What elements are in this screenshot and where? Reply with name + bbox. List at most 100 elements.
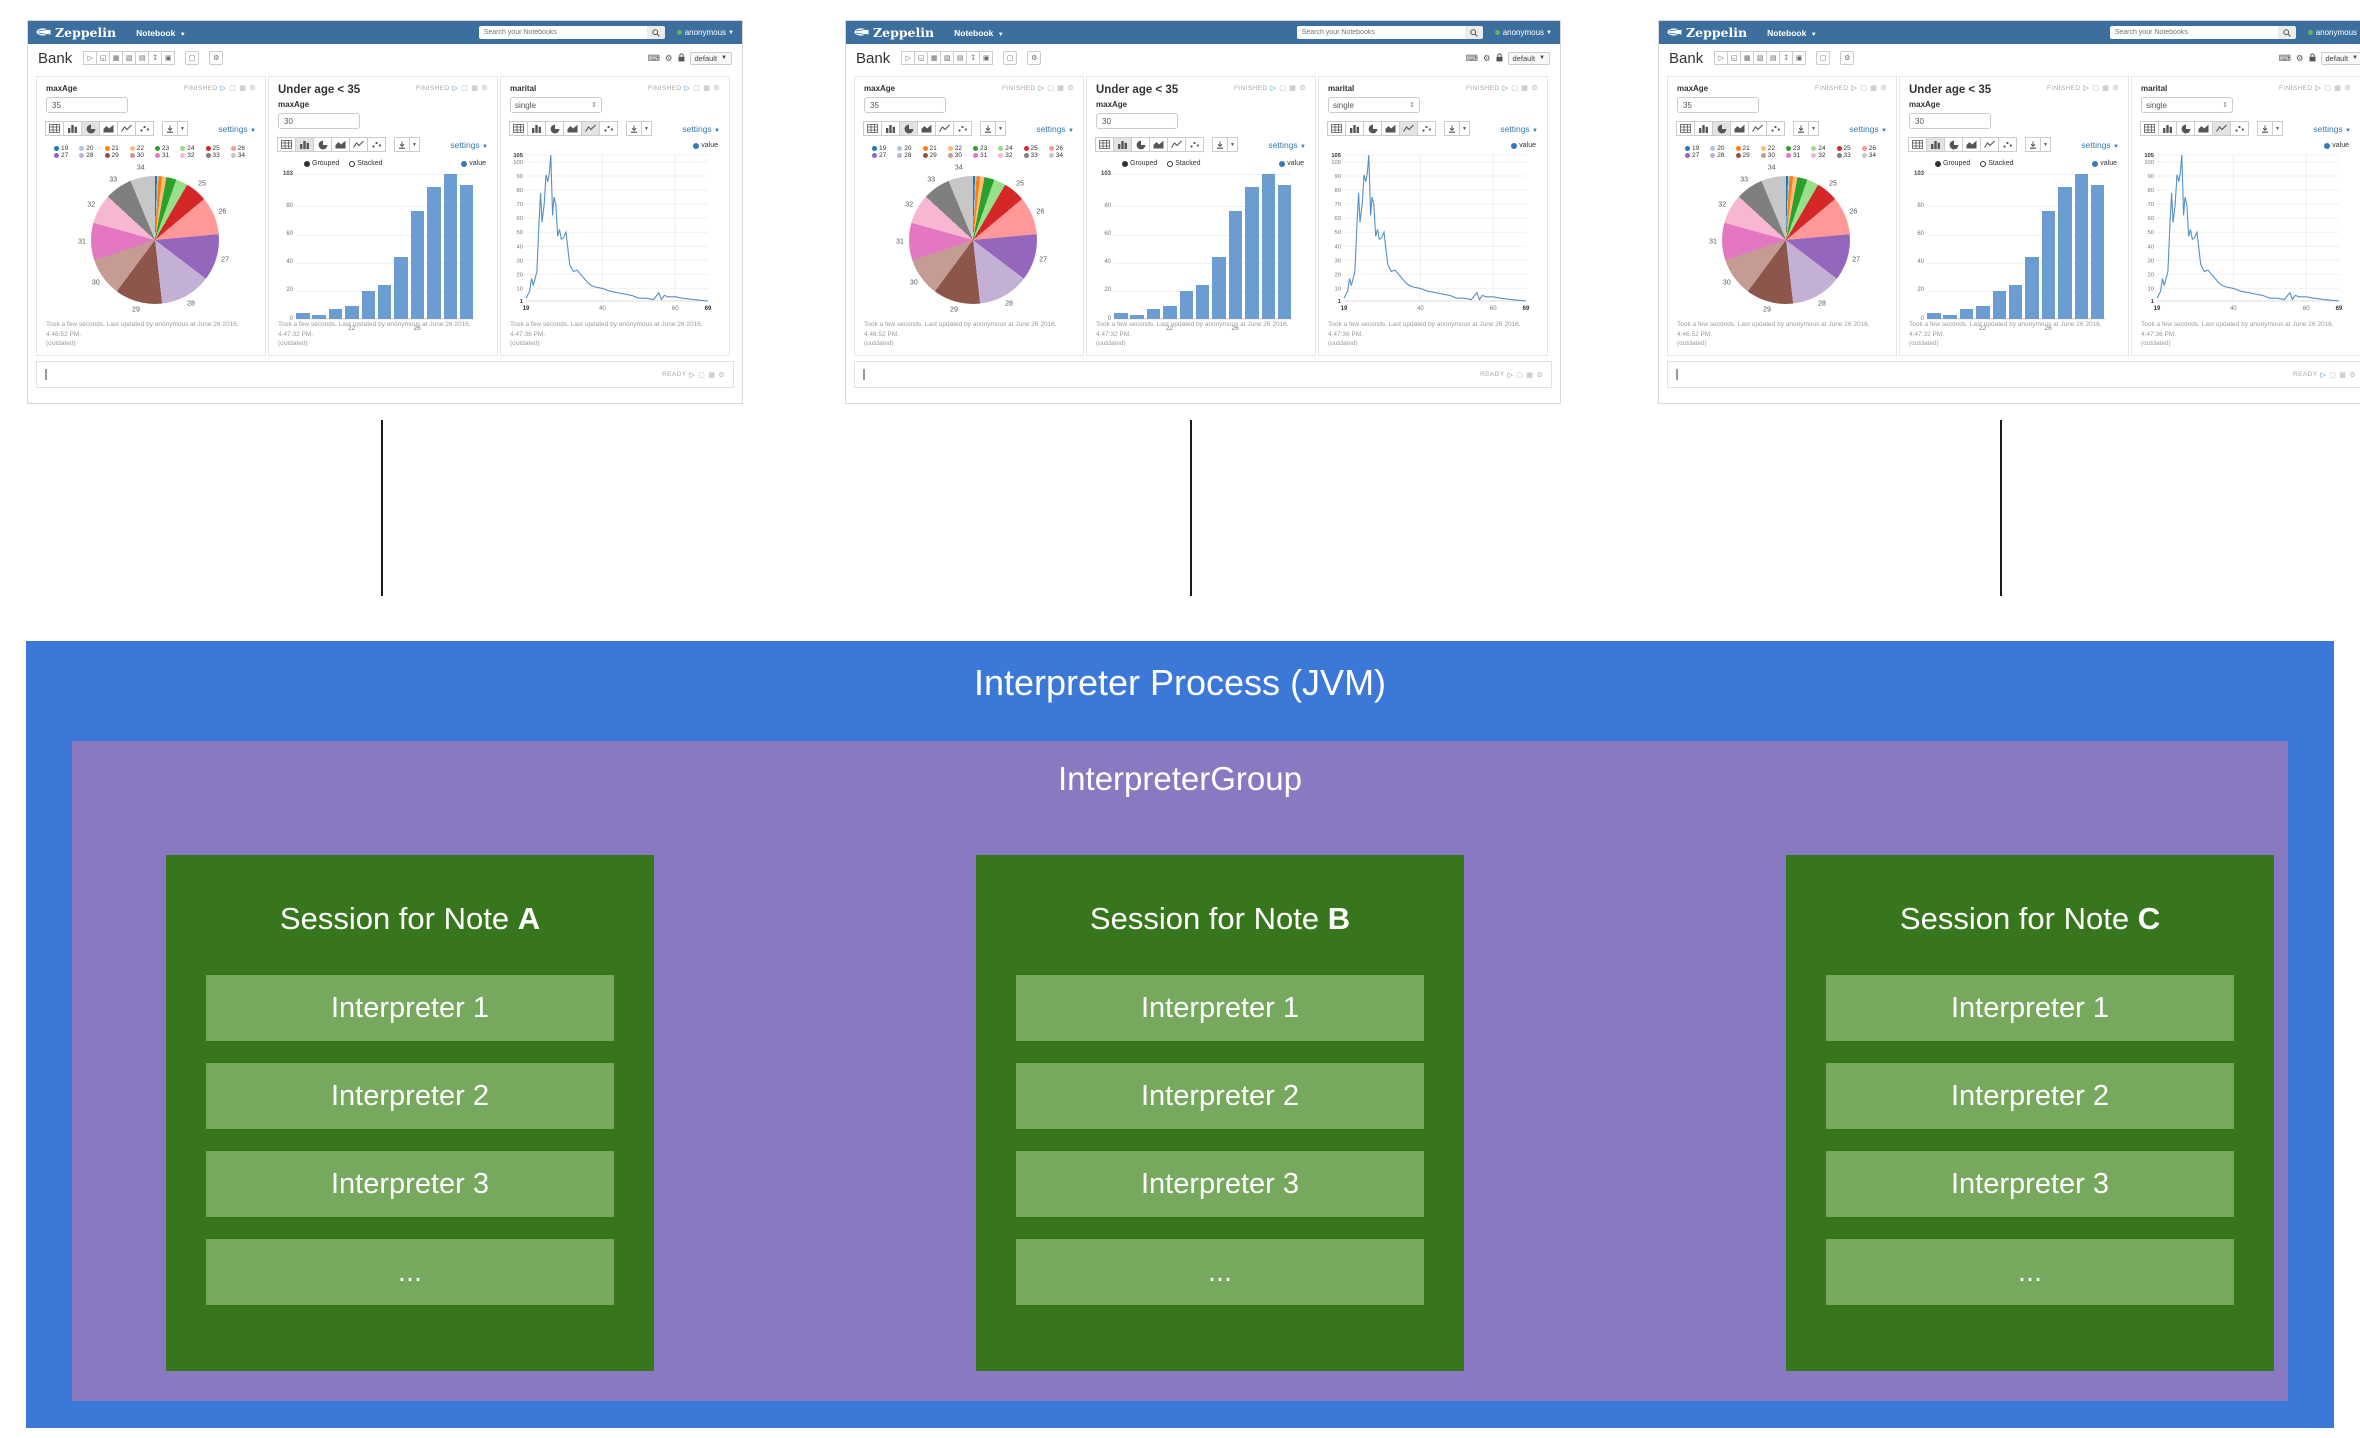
area-chart-button[interactable]	[331, 137, 350, 152]
pie-chart-button[interactable]	[2176, 121, 2195, 136]
zeppelin-logo-icon[interactable]	[1667, 27, 1682, 38]
expand-icon[interactable]: ▢	[1047, 85, 1055, 92]
download-caret-button[interactable]: ▼	[409, 137, 420, 152]
area-chart-button[interactable]	[99, 121, 118, 136]
line-chart-button[interactable]	[1399, 121, 1418, 136]
legend-item[interactable]: 29	[104, 152, 130, 159]
paragraph-gear-icon[interactable]: ⚙	[713, 85, 720, 92]
download-caret-button[interactable]: ▼	[641, 121, 652, 136]
legend-item[interactable]: 29	[1735, 152, 1761, 159]
run-paragraph-icon[interactable]: ▷	[452, 85, 459, 92]
legend-item[interactable]: 26	[1048, 145, 1074, 152]
legend-item[interactable]: 26	[1861, 145, 1887, 152]
interpreter-binding-button[interactable]: default▼	[2320, 51, 2360, 65]
output-toggle-icon[interactable]: ▦	[239, 85, 247, 92]
note-config-gear-icon[interactable]: ⚙	[1482, 52, 1491, 63]
legend-item[interactable]: 22	[1760, 145, 1786, 152]
clear-output-button[interactable]: ▧	[940, 51, 955, 65]
output-toggle-icon[interactable]: ▦	[2102, 85, 2110, 92]
pie-chart-button[interactable]	[81, 121, 100, 136]
run-paragraph-icon[interactable]: ▷	[1502, 85, 1509, 92]
user-menu[interactable]: anonymous ▼	[676, 28, 734, 37]
run-paragraph-icon[interactable]: ▷	[684, 85, 691, 92]
table-view-button[interactable]	[863, 121, 882, 136]
legend-item[interactable]: 27	[1685, 152, 1710, 159]
paragraph-gear-icon[interactable]: ⚙	[1531, 85, 1538, 92]
bar-chart-button[interactable]	[63, 121, 82, 136]
output-toggle-icon[interactable]: ▦	[471, 85, 479, 92]
output-toggle-icon[interactable]: ▦	[1057, 85, 1065, 92]
export-note-button[interactable]: ↧	[966, 51, 981, 65]
download-caret-button[interactable]: ▼	[1227, 137, 1238, 152]
area-chart-button[interactable]	[1730, 121, 1749, 136]
legend-item[interactable]: 21	[922, 145, 948, 152]
download-icon[interactable]	[1212, 137, 1228, 152]
run-paragraph-icon[interactable]: ▷	[2315, 85, 2322, 92]
pie-chart-button[interactable]	[1131, 137, 1150, 152]
download-caret-button[interactable]: ▼	[1459, 121, 1470, 136]
legend-item[interactable]: 19	[872, 145, 897, 152]
paragraph-gear-icon[interactable]: ⚙	[1880, 85, 1887, 92]
series-legend[interactable]: value	[2324, 142, 2349, 149]
note-title[interactable]: Bank	[38, 49, 73, 67]
note-title[interactable]: Bank	[856, 49, 891, 67]
paragraph-gear-icon[interactable]: ⚙	[1067, 85, 1074, 92]
pie-chart-button[interactable]	[1363, 121, 1382, 136]
area-chart-button[interactable]	[1962, 137, 1981, 152]
output-toggle-icon[interactable]: ▦	[1526, 371, 1534, 379]
legend-item[interactable]: 23	[1786, 145, 1811, 152]
legend-item[interactable]: 33	[205, 152, 231, 159]
line-chart-button[interactable]	[117, 121, 136, 136]
expand-icon[interactable]: ▢	[2329, 371, 2337, 379]
table-view-button[interactable]	[2140, 121, 2159, 136]
zeppelin-logo-icon[interactable]	[854, 27, 869, 38]
clear-output-button[interactable]: ▧	[122, 51, 137, 65]
bar-chart-button[interactable]	[1113, 137, 1132, 152]
download-icon[interactable]	[394, 137, 410, 152]
legend-item[interactable]: 20	[897, 145, 922, 152]
legend-item[interactable]: 29	[922, 152, 948, 159]
scatter-chart-button[interactable]	[1417, 121, 1436, 136]
delete-note-button[interactable]: ▢	[185, 51, 200, 65]
legend-item[interactable]: 24	[998, 145, 1023, 152]
legend-item[interactable]: 24	[1811, 145, 1836, 152]
bar-chart-button[interactable]	[527, 121, 546, 136]
paragraph-gear-icon[interactable]: ⚙	[481, 85, 488, 92]
expand-icon[interactable]: ▢	[693, 85, 701, 92]
paragraph-gear-icon[interactable]: ⚙	[249, 85, 256, 92]
marital-select[interactable]: single⇕	[1328, 97, 1420, 113]
pie-chart-button[interactable]	[899, 121, 918, 136]
download-icon[interactable]	[626, 121, 642, 136]
legend-item[interactable]: 20	[79, 145, 104, 152]
schedule-button[interactable]: ⚙	[1027, 51, 1042, 65]
stacked-radio[interactable]: Stacked	[1167, 160, 1201, 167]
run-all-button[interactable]: ▷	[83, 51, 98, 65]
notebook-menu[interactable]: Notebook ▼	[1767, 27, 1817, 38]
expand-icon[interactable]: ▢	[2092, 85, 2100, 92]
settings-link[interactable]: settings ▼	[450, 139, 488, 150]
show-hide-output-button[interactable]: ▦	[1740, 51, 1755, 65]
download-caret-button[interactable]: ▼	[1808, 121, 1819, 136]
pie-chart-button[interactable]	[1944, 137, 1963, 152]
download-icon[interactable]	[1444, 121, 1460, 136]
table-view-button[interactable]	[1676, 121, 1695, 136]
clone-note-button[interactable]: ▤	[135, 51, 150, 65]
brand-title[interactable]: Zeppelin	[1686, 25, 1748, 40]
show-hide-code-button[interactable]: ◱	[914, 51, 929, 65]
table-view-button[interactable]	[277, 137, 296, 152]
scatter-chart-button[interactable]	[135, 121, 154, 136]
lock-icon[interactable]	[678, 53, 685, 64]
maxage-input[interactable]	[1677, 97, 1759, 113]
lock-icon[interactable]	[2309, 53, 2316, 64]
legend-item[interactable]: 24	[180, 145, 205, 152]
legend-item[interactable]: 28	[1710, 152, 1735, 159]
line-chart-button[interactable]	[2212, 121, 2231, 136]
legend-item[interactable]: 25	[1836, 145, 1862, 152]
expand-icon[interactable]: ▢	[1860, 85, 1868, 92]
download-icon[interactable]	[162, 121, 178, 136]
output-toggle-icon[interactable]: ▦	[708, 371, 716, 379]
scatter-chart-button[interactable]	[367, 137, 386, 152]
area-chart-button[interactable]	[1149, 137, 1168, 152]
search-button[interactable]	[646, 26, 665, 39]
settings-link[interactable]: settings ▼	[1500, 123, 1538, 134]
